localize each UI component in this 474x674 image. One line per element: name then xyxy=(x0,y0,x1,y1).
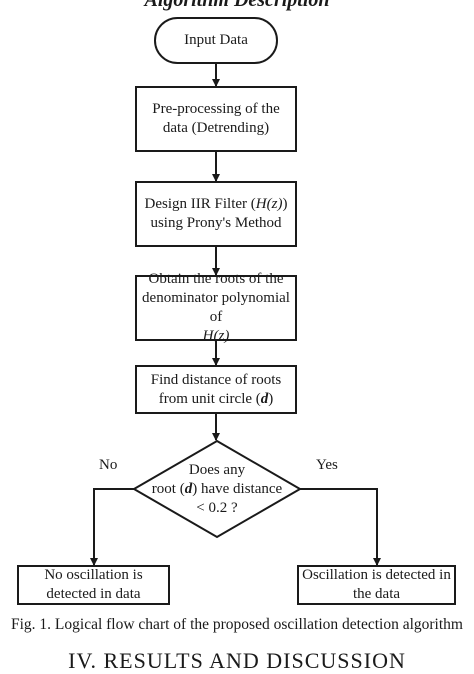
design-line1-prefix: Design IIR Filter ( xyxy=(144,196,256,212)
section-heading: IV. RESULTS AND DISCUSSION xyxy=(68,648,406,673)
design-line1-suffix: ) xyxy=(282,196,288,212)
yes-outcome-line1: Oscillation is detected in xyxy=(302,567,451,583)
yes-outcome-line2: the data xyxy=(352,586,401,602)
roots-line1: Obtain the roots of the xyxy=(148,271,284,287)
yes-outcome-box xyxy=(297,565,456,605)
distance-line2-prefix: from unit circle ( xyxy=(158,390,261,407)
distance-line1: Find distance of roots xyxy=(150,371,282,388)
start-label: Input Data xyxy=(155,18,277,63)
decision-line2-prefix: root ( xyxy=(151,480,185,497)
figure-caption: Fig. 1. Logical flow chart of the propos… xyxy=(11,616,463,633)
yes-outcome-label: Oscillation is detected in the data xyxy=(299,567,454,603)
design-filter-label: Design IIR Filter (H(z)) using Prony's M… xyxy=(138,184,294,244)
preprocess-box xyxy=(135,86,297,152)
no-outcome-line2: detected in data xyxy=(46,586,141,602)
decision-label: Does any root (d) have distance < 0.2 ? xyxy=(134,459,300,519)
arrow-decision-to-no xyxy=(90,488,134,566)
design-line2: using Prony's Method xyxy=(150,215,282,231)
distance-box xyxy=(135,365,297,414)
roots-label: Obtain the roots of the denominator poly… xyxy=(138,271,294,344)
branch-yes-label: Yes xyxy=(316,457,338,473)
flowchart-diagram xyxy=(17,17,456,605)
arrow-decision-to-yes xyxy=(300,488,381,566)
roots-hz: H(z) xyxy=(202,328,230,344)
preprocess-line1: Pre-processing of the xyxy=(152,101,280,117)
no-outcome-line1: No oscillation is xyxy=(44,567,143,583)
design-filter-box xyxy=(135,181,297,247)
roots-box xyxy=(135,275,297,341)
roots-line2: denominator polynomial of xyxy=(142,290,290,325)
branch-no-label: No xyxy=(99,457,118,473)
distance-d: d xyxy=(260,390,269,407)
distance-label: Find distance of roots from unit circle … xyxy=(138,368,294,411)
cut-off-heading: Algorithm Description xyxy=(144,0,330,11)
distance-line2-suffix: ) xyxy=(268,390,274,407)
decision-line2-suffix: ) have distance xyxy=(192,480,283,497)
no-outcome-label: No oscillation is detected in data xyxy=(19,567,168,603)
decision-line3: < 0.2 ? xyxy=(196,499,238,516)
no-outcome-box xyxy=(17,565,170,605)
decision-d: d xyxy=(184,480,193,497)
design-hz: H(z) xyxy=(255,196,283,212)
decision-diamond xyxy=(132,439,302,539)
start-text: Input Data xyxy=(184,32,248,48)
preprocess-line2: data (Detrending) xyxy=(162,120,270,136)
preprocess-label: Pre-processing of the data (Detrending) xyxy=(138,89,294,149)
decision-line1: Does any xyxy=(188,461,246,478)
